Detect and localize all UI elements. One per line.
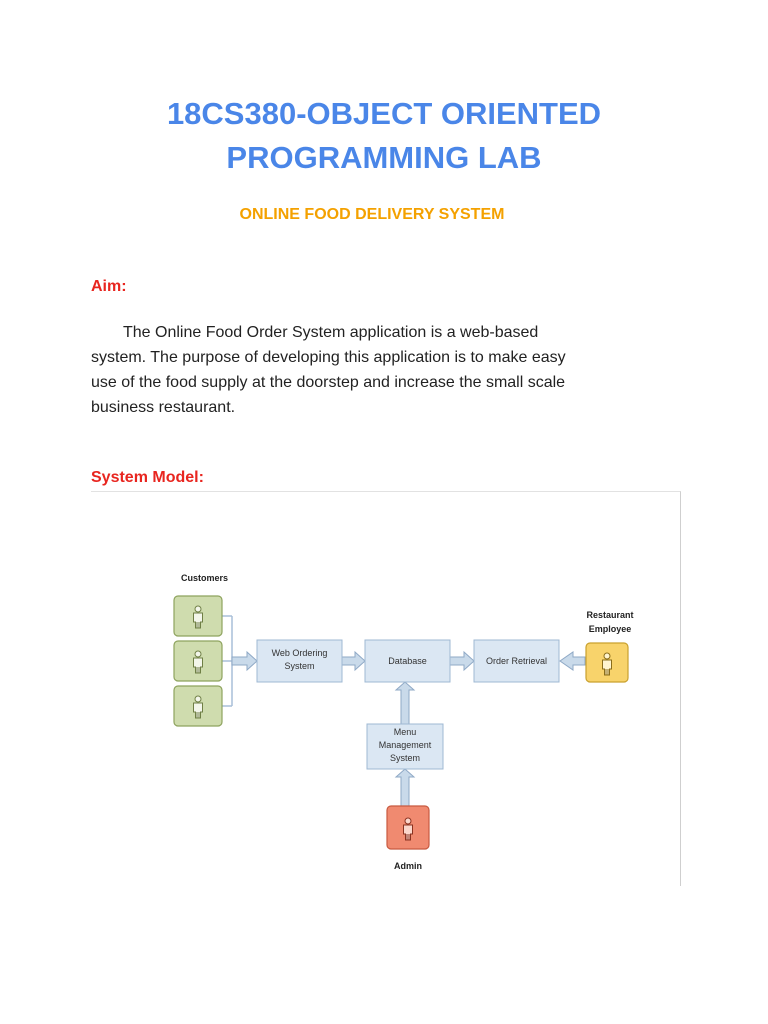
arrow-employee-to-order [559,651,586,671]
aim-paragraph: The Online Food Order System application… [91,320,681,420]
menu-label-3: System [390,753,420,763]
customer-actor [173,685,223,727]
arrow-web-to-database [341,650,366,672]
title-line-1: 18CS380-OBJECT ORIENTED [166,96,602,131]
order-retrieval-box: Order Retrieval [473,639,560,683]
arrow-database-to-order [449,650,475,672]
web-ordering-label-2: System [284,661,314,671]
arrow-menu-to-database [394,681,416,725]
menu-label-2: Management [379,740,432,750]
database-box: Database [364,639,451,683]
menu-management-system-box: Menu Management System [366,723,444,770]
aim-heading: Aim: [91,278,127,295]
customer-connectors [222,615,233,707]
web-ordering-label-1: Web Ordering [272,648,328,658]
restaurant-employee-label-1: Restaurant [586,610,633,620]
customer-actor [173,595,223,637]
web-ordering-system-box: Web Ordering System [256,639,343,683]
admin-actor [386,805,430,850]
system-model-diagram: Customers Web Ordering System Database O [173,573,634,871]
aim-line-1: The Online Food Order System application… [123,324,539,341]
menu-label-1: Menu [394,727,417,737]
document-subtitle: ONLINE FOOD DELIVERY SYSTEM [239,206,505,223]
customer-actor [173,640,223,682]
restaurant-employee-actor [585,642,629,683]
restaurant-employee-label-2: Employee [589,624,632,634]
admin-label: Admin [394,861,422,871]
document-title: 18CS380-OBJECT ORIENTED PROGRAMMING LAB [0,92,768,180]
arrow-admin-to-menu [394,768,416,807]
order-retrieval-label: Order Retrieval [486,656,547,666]
system-model-figure: Customers Web Ordering System Database O [91,491,681,886]
aim-line-2: system. The purpose of developing this a… [91,349,566,366]
arrow-customers-to-web [231,650,258,672]
title-line-2: PROGRAMMING LAB [226,140,542,175]
aim-line-3: use of the food supply at the doorstep a… [91,374,566,391]
customers-label: Customers [181,573,228,583]
database-label: Database [388,656,427,666]
system-model-heading: System Model: [91,469,204,486]
aim-line-4: business restaurant. [91,399,236,416]
